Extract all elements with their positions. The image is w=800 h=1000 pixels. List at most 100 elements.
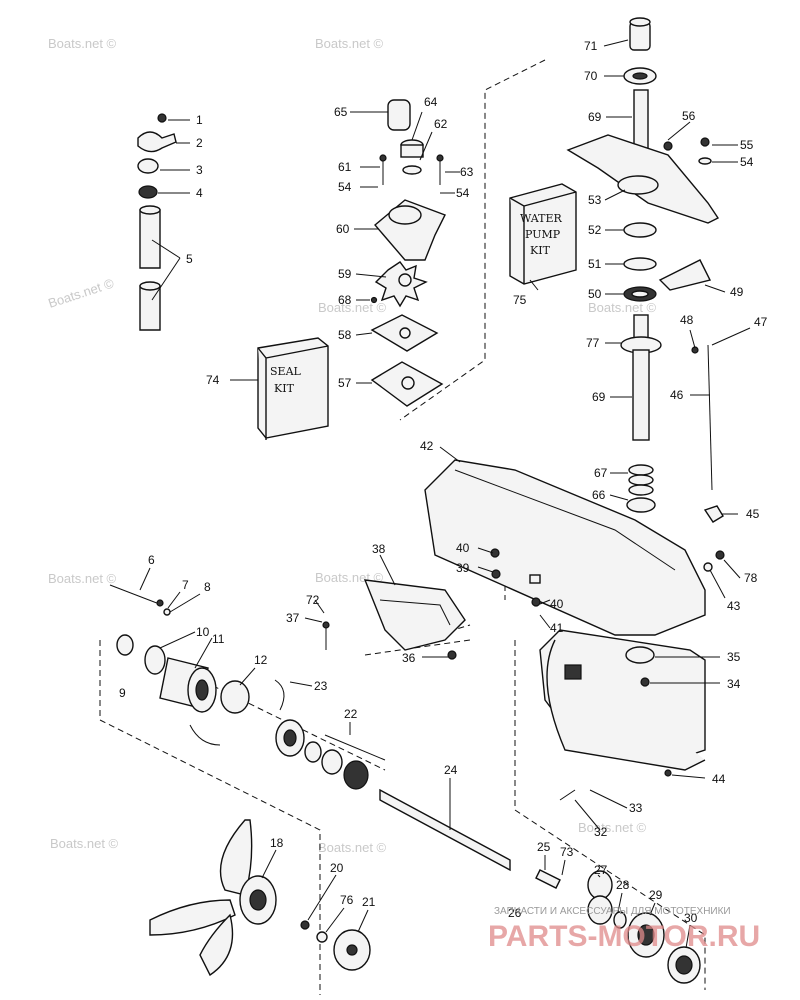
gearcase-housing xyxy=(424,459,706,777)
part-label: 7 xyxy=(182,578,189,592)
part-label: 74 xyxy=(206,373,220,387)
part-label: 8 xyxy=(204,580,211,594)
part-label: 39 xyxy=(456,561,470,575)
part-label: 67 xyxy=(594,466,608,480)
bracket-38 xyxy=(322,579,466,660)
part-label: 50 xyxy=(588,287,602,301)
part-label: 20 xyxy=(330,861,344,875)
part-label: 54 xyxy=(456,186,470,200)
brand-tagline: ЗАПЧАСТИ И АКСЕССУАРЫ ДЛЯ МОТОТЕХНИКИ xyxy=(494,906,731,917)
part-label: 68 xyxy=(338,293,352,307)
part-label: 77 xyxy=(586,336,600,350)
watermark: Boats.net © xyxy=(588,300,657,315)
part-labels: 1 2 3 4 5 6 7 8 9 10 11 12 18 20 21 22 2… xyxy=(119,39,768,925)
part-label: 64 xyxy=(424,95,438,109)
part-label: 72 xyxy=(306,593,320,607)
part-label: 10 xyxy=(196,625,210,639)
seal-kit-line: KIT xyxy=(274,382,295,395)
part-label: 24 xyxy=(444,763,458,777)
part-label: 52 xyxy=(588,223,602,237)
part-label: 2 xyxy=(196,136,203,150)
part-label: 54 xyxy=(740,155,754,169)
part-label: 54 xyxy=(338,180,352,194)
watermark: Boats.net © xyxy=(578,820,647,835)
propeller xyxy=(149,819,371,977)
part-label: 3 xyxy=(196,163,203,177)
part-label: 25 xyxy=(537,840,551,854)
watermark: Boats.net © xyxy=(315,36,384,51)
part-label: 47 xyxy=(754,315,768,329)
part-label: 29 xyxy=(649,888,663,902)
part-label: 1 xyxy=(196,113,203,127)
part-label: 66 xyxy=(592,488,606,502)
part-label: 60 xyxy=(336,222,350,236)
shift-rod-assembly xyxy=(137,113,177,331)
part-label: 40 xyxy=(456,541,470,555)
part-label: 73 xyxy=(560,845,574,859)
part-label: 46 xyxy=(670,388,684,402)
part-label: 27 xyxy=(594,863,608,877)
part-label: 57 xyxy=(338,376,352,390)
seal-kit-line: SEAL xyxy=(270,365,302,378)
part-label: 38 xyxy=(372,542,386,556)
part-label: 36 xyxy=(402,651,416,665)
water-pump-kit-line: WATER xyxy=(520,212,562,225)
part-label: 58 xyxy=(338,328,352,342)
part-label: 18 xyxy=(270,836,284,850)
part-label: 59 xyxy=(338,267,352,281)
leader-lines xyxy=(139,39,751,949)
watermark: Boats.net © xyxy=(50,836,119,851)
part-label: 44 xyxy=(712,772,726,786)
water-pump-kit-line: KIT xyxy=(530,244,551,257)
part-label: 71 xyxy=(584,39,598,53)
part-label: 78 xyxy=(744,571,758,585)
part-label: 48 xyxy=(680,313,694,327)
watermark: Boats.net © xyxy=(318,300,387,315)
watermark: Boats.net © xyxy=(48,571,117,586)
part-label: 37 xyxy=(286,611,300,625)
part-label: 41 xyxy=(550,621,564,635)
part-label: 62 xyxy=(434,117,448,131)
part-label: 61 xyxy=(338,160,352,174)
part-label: 56 xyxy=(682,109,696,123)
watermark: Boats.net © xyxy=(48,36,117,51)
part-label: 22 xyxy=(344,707,358,721)
part-label: 42 xyxy=(420,439,434,453)
part-label: 65 xyxy=(334,105,348,119)
part-label: 40 xyxy=(550,597,564,611)
part-label: 55 xyxy=(740,138,754,152)
brand-watermark: ЗАПЧАСТИ И АКСЕССУАРЫ ДЛЯ МОТОТЕХНИКИ PA… xyxy=(488,906,760,953)
part-label: 75 xyxy=(513,293,527,307)
part-label: 76 xyxy=(340,893,354,907)
watermark: Boats.net © xyxy=(46,275,116,310)
part-label: 5 xyxy=(186,252,193,266)
part-label: 33 xyxy=(629,801,643,815)
part-label: 35 xyxy=(727,650,741,664)
part-label: 23 xyxy=(314,679,328,693)
brand-name: PARTS-MOTOR.RU xyxy=(488,920,760,953)
part-label: 32 xyxy=(594,825,608,839)
part-label: 69 xyxy=(592,390,606,404)
part-label: 30 xyxy=(684,911,698,925)
part-label: 9 xyxy=(119,686,126,700)
propshaft-group xyxy=(109,584,701,984)
seal-kit-box: SEAL KIT xyxy=(257,337,329,440)
driveshaft-group xyxy=(566,17,725,572)
part-label: 63 xyxy=(460,165,474,179)
water-pump-kit-line: PUMP xyxy=(525,228,561,241)
part-label: 12 xyxy=(254,653,268,667)
part-label: 6 xyxy=(148,553,155,567)
part-label: 34 xyxy=(727,677,741,691)
part-label: 49 xyxy=(730,285,744,299)
water-pump-kit-box: WATER PUMP KIT xyxy=(509,183,577,285)
part-label: 4 xyxy=(196,186,203,200)
part-label: 11 xyxy=(212,632,225,646)
part-label: 53 xyxy=(588,193,602,207)
part-label: 21 xyxy=(362,895,376,909)
watermark: Boats.net © xyxy=(318,840,387,855)
part-label: 51 xyxy=(588,257,602,271)
part-label: 69 xyxy=(588,110,602,124)
part-label: 43 xyxy=(727,599,741,613)
part-label: 28 xyxy=(616,878,630,892)
